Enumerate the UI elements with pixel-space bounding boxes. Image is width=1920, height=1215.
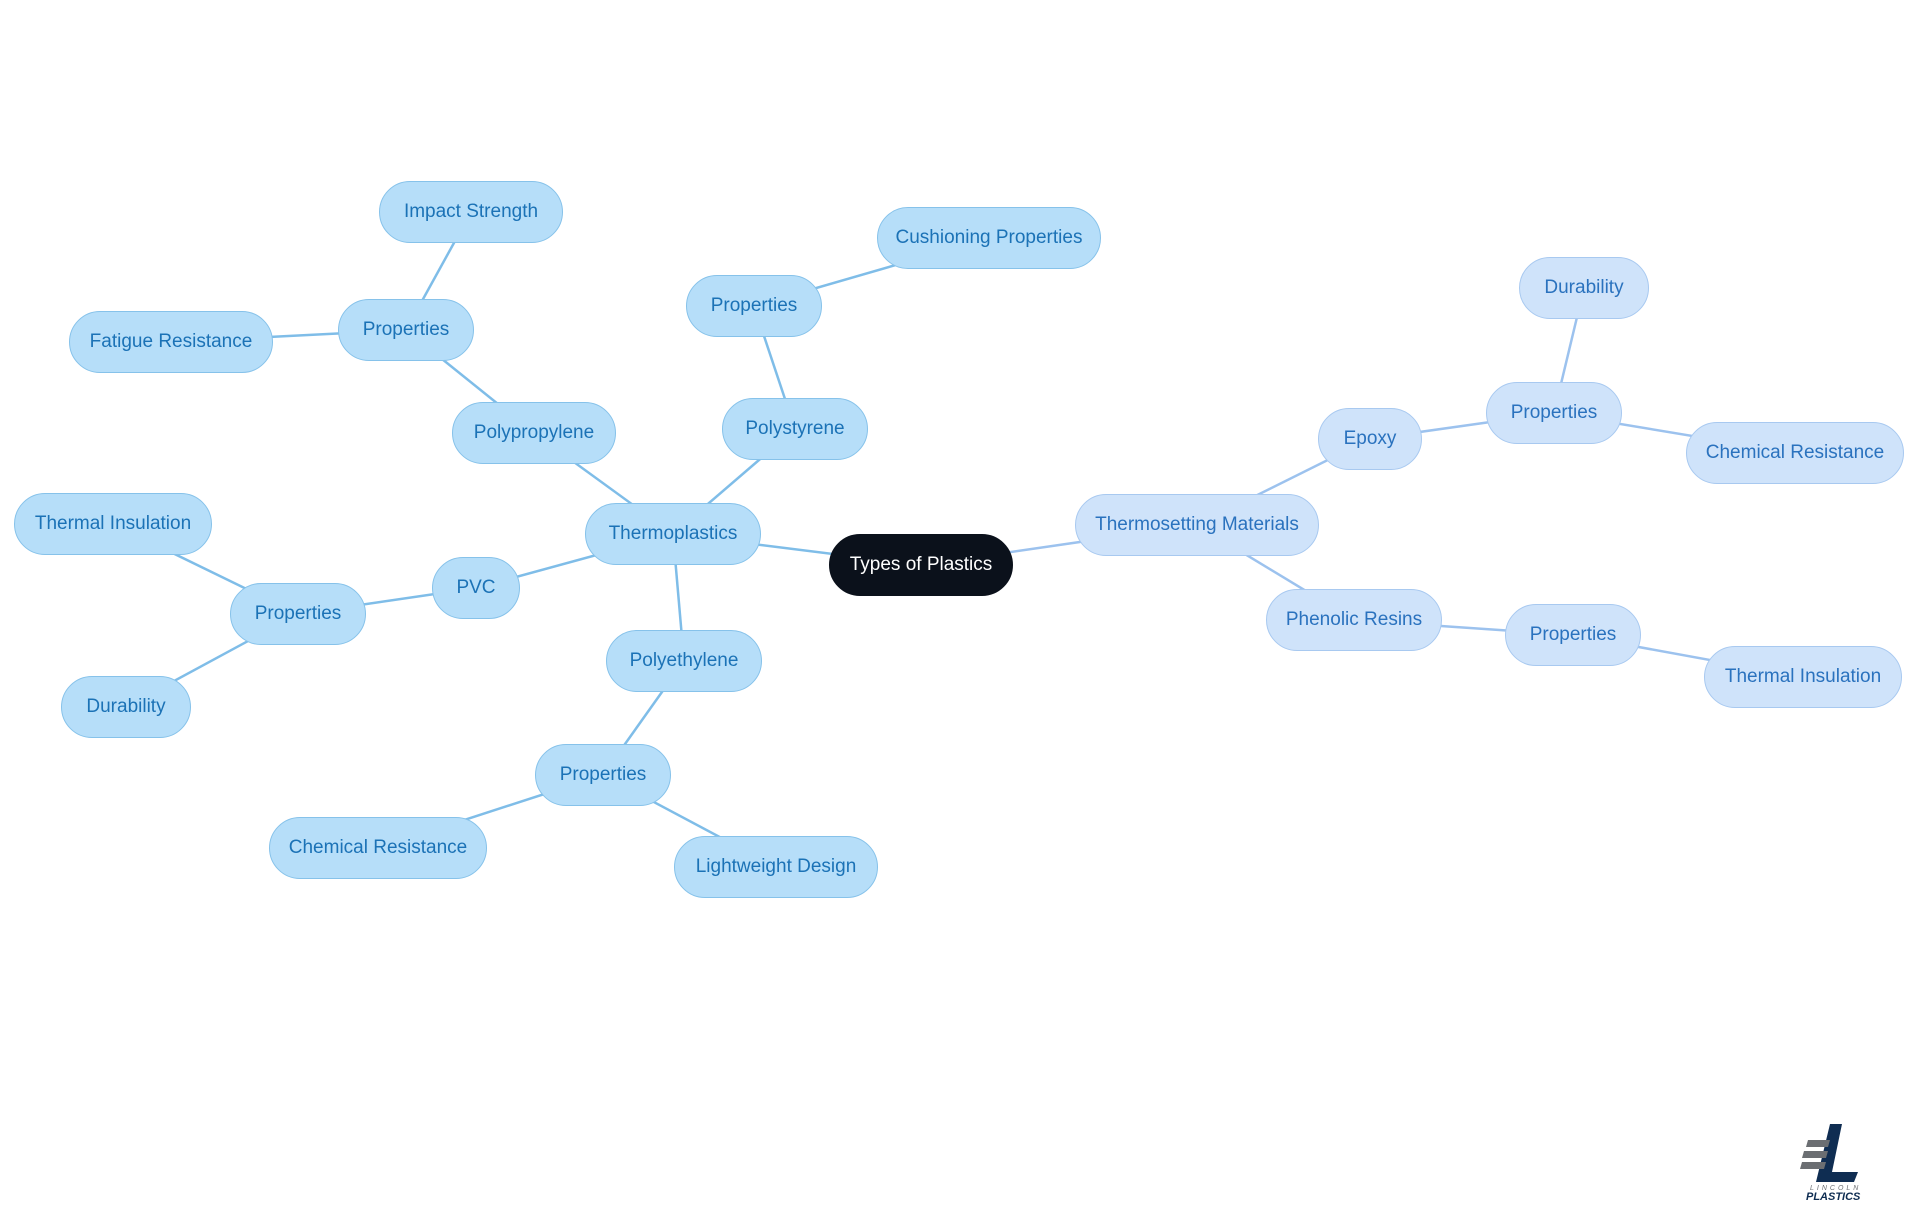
node-pe-lightweight[interactable]: Lightweight Design — [674, 836, 878, 898]
node-pvc-properties[interactable]: Properties — [230, 583, 366, 645]
node-ep-durability[interactable]: Durability — [1519, 257, 1649, 319]
node-ph-thermal[interactable]: Thermal Insulation — [1704, 646, 1902, 708]
node-ps-properties[interactable]: Properties — [686, 275, 822, 337]
node-phenolic[interactable]: Phenolic Resins — [1266, 589, 1442, 651]
node-pp-fatigue[interactable]: Fatigue Resistance — [69, 311, 273, 373]
node-polypropylene[interactable]: Polypropylene — [452, 402, 616, 464]
node-pvc[interactable]: PVC — [432, 557, 520, 619]
node-polyethylene[interactable]: Polyethylene — [606, 630, 762, 692]
node-pp-properties[interactable]: Properties — [338, 299, 474, 361]
node-ps-cushioning[interactable]: Cushioning Properties — [877, 207, 1101, 269]
node-ep-chemical[interactable]: Chemical Resistance — [1686, 422, 1904, 484]
lincoln-plastics-logo: LINCOLN PLASTICS — [1800, 1124, 1861, 1203]
node-epoxy[interactable]: Epoxy — [1318, 408, 1422, 470]
node-pvc-thermal[interactable]: Thermal Insulation — [14, 493, 212, 555]
node-ep-properties[interactable]: Properties — [1486, 382, 1622, 444]
node-thermosetting[interactable]: Thermosetting Materials — [1075, 494, 1319, 556]
node-ph-properties[interactable]: Properties — [1505, 604, 1641, 666]
node-pvc-durability[interactable]: Durability — [61, 676, 191, 738]
node-root[interactable]: Types of Plastics — [829, 534, 1013, 596]
svg-text:LINCOLN: LINCOLN — [1810, 1185, 1861, 1192]
node-pe-chemical[interactable]: Chemical Resistance — [269, 817, 487, 879]
svg-text:PLASTICS: PLASTICS — [1806, 1191, 1861, 1203]
node-polystyrene[interactable]: Polystyrene — [722, 398, 868, 460]
node-pe-properties[interactable]: Properties — [535, 744, 671, 806]
node-pp-impact[interactable]: Impact Strength — [379, 181, 563, 243]
node-thermoplastics[interactable]: Thermoplastics — [585, 503, 761, 565]
